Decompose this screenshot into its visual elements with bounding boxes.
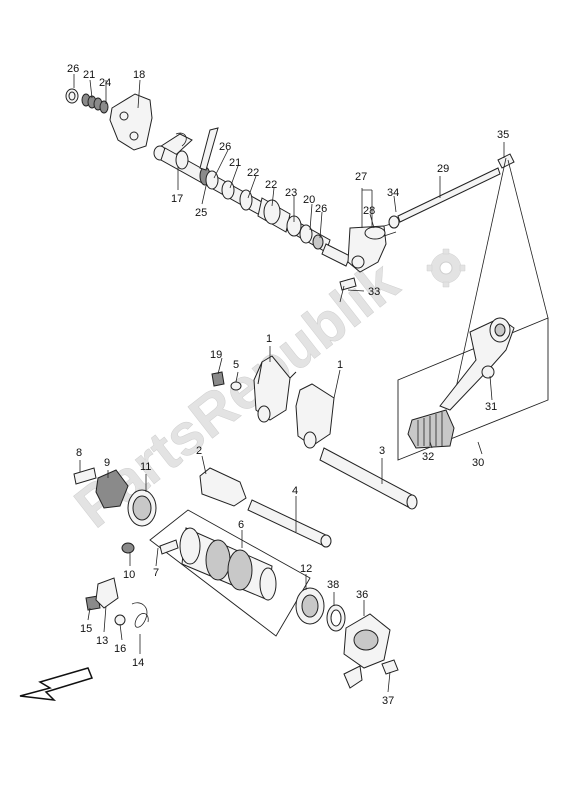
part-label-24: 24 — [99, 77, 111, 89]
shift-drum-box — [149, 509, 311, 637]
part-label-35: 35 — [497, 129, 509, 141]
part-label-16: 16 — [114, 643, 126, 655]
part-label-37: 37 — [382, 695, 394, 707]
part-label-5: 5 — [233, 359, 239, 371]
part-label-34: 34 — [387, 187, 399, 199]
shift-shaft-assembly — [65, 88, 351, 267]
part-labels: 26 21 24 18 26 21 22 22 23 20 26 17 25 2… — [67, 63, 509, 707]
part-label-15: 15 — [80, 623, 92, 635]
part-label-29: 29 — [437, 163, 449, 175]
part-label-27: 27 — [355, 171, 367, 183]
part-label-4: 4 — [292, 485, 298, 497]
gearshift-pedal-box — [397, 157, 549, 461]
leader-lines — [73, 74, 505, 693]
part-label-14: 14 — [132, 657, 144, 669]
gear-icon — [426, 248, 466, 288]
part-label-20: 20 — [303, 194, 315, 206]
part-label-26: 26 — [219, 141, 231, 153]
part-label-6: 6 — [238, 519, 244, 531]
part-label-28: 28 — [363, 205, 375, 217]
part-label-22: 22 — [265, 179, 277, 191]
part-label-8: 8 — [76, 447, 82, 459]
drum-bearing-parts — [295, 587, 346, 632]
shift-rod — [388, 153, 515, 229]
part-label-2: 2 — [196, 445, 202, 457]
part-label-19: 19 — [210, 349, 222, 361]
part-label-23: 23 — [285, 187, 297, 199]
shift-arm-assembly — [339, 221, 399, 303]
part-label-33: 33 — [368, 286, 380, 298]
fork-shafts — [247, 447, 418, 548]
part-label-1: 1 — [266, 333, 272, 345]
part-label-17: 17 — [171, 193, 183, 205]
drum-bracket-parts — [343, 613, 399, 689]
part-label-21: 21 — [229, 157, 241, 169]
shift-forks — [199, 355, 335, 507]
part-label-25: 25 — [195, 207, 207, 219]
part-label-30: 30 — [472, 457, 484, 469]
part-label-1: 1 — [337, 359, 343, 371]
fork-pin-parts — [211, 371, 242, 391]
part-label-10: 10 — [123, 569, 135, 581]
part-label-18: 18 — [133, 69, 145, 81]
part-label-12: 12 — [300, 563, 312, 575]
part-label-9: 9 — [104, 457, 110, 469]
direction-arrow-icon — [19, 667, 93, 701]
part-label-7: 7 — [153, 567, 159, 579]
part-label-11: 11 — [140, 461, 151, 473]
part-label-21: 21 — [83, 69, 95, 81]
part-label-38: 38 — [327, 579, 339, 591]
part-label-13: 13 — [96, 635, 108, 647]
part-label-31: 31 — [485, 401, 497, 413]
stopper-spring-parts — [85, 577, 149, 628]
part-label-22: 22 — [247, 167, 259, 179]
gearshift-stopper-parts — [73, 467, 157, 554]
part-label-32: 32 — [422, 451, 434, 463]
part-label-36: 36 — [356, 589, 368, 601]
part-label-3: 3 — [379, 445, 385, 457]
part-label-26: 26 — [67, 63, 79, 75]
part-label-26: 26 — [315, 203, 327, 215]
